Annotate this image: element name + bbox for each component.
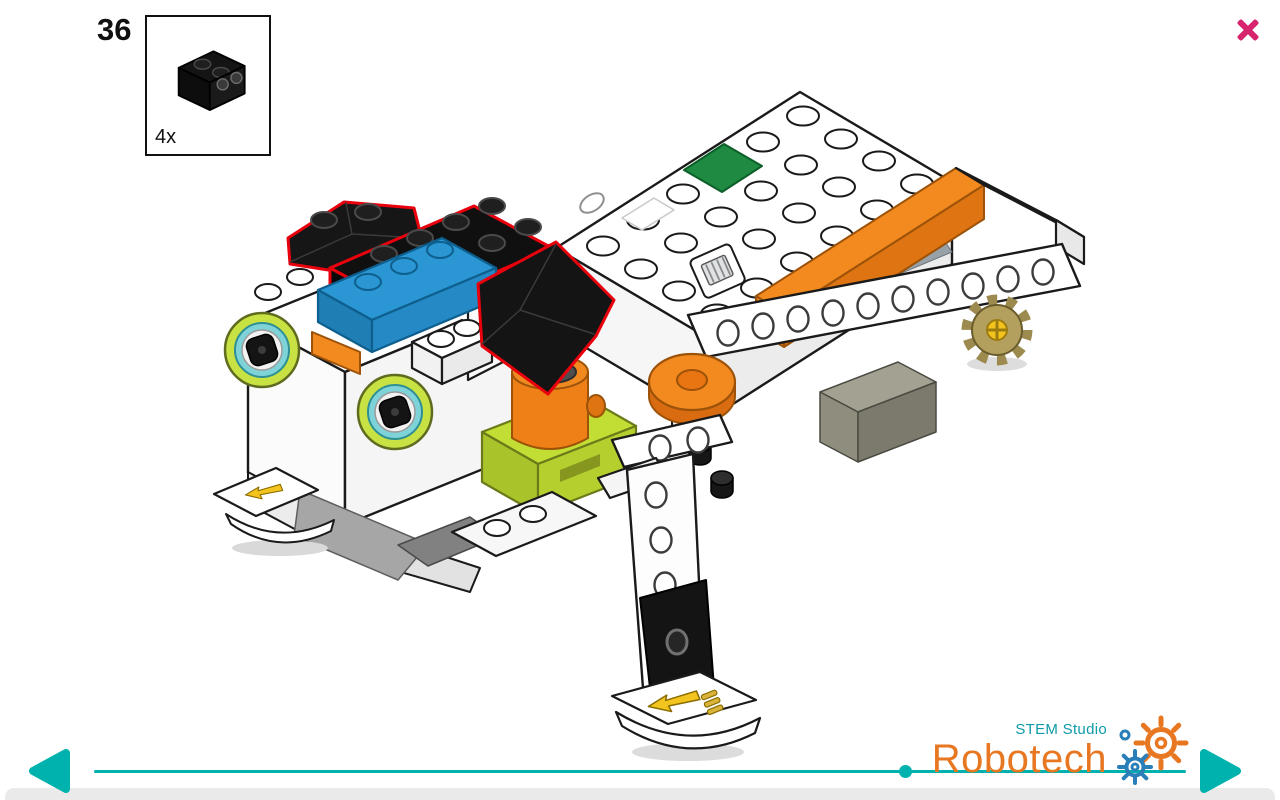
close-button[interactable] (1234, 16, 1262, 44)
bottom-bar (5, 788, 1275, 800)
orange-disc (647, 352, 737, 425)
gears-logo-icon (1117, 715, 1189, 785)
step-number: 36 (97, 12, 132, 47)
triangle-right-icon (1200, 749, 1241, 793)
studio-label: STEM Studio (1015, 720, 1107, 738)
eyes (223, 311, 434, 451)
brand-name: Robotech (931, 736, 1107, 781)
triangle-left-icon (29, 749, 70, 793)
next-step-button[interactable] (1198, 748, 1244, 794)
progress-line[interactable] (94, 770, 1186, 773)
new-part-slope (476, 240, 616, 396)
hub-assembly (554, 90, 1086, 463)
branding: STEM Studio Robotech (905, 708, 1193, 792)
parts-callout: 4x (145, 15, 271, 156)
head-assembly (212, 197, 762, 761)
down-beam-assembly (596, 413, 762, 761)
new-parts-highlighted (286, 197, 554, 330)
previous-step-button[interactable] (26, 748, 72, 794)
gear (961, 294, 1033, 371)
motor-cylinder (511, 354, 606, 450)
part-brick-icon (177, 50, 246, 111)
progress-dot[interactable] (899, 765, 912, 778)
close-icon (1234, 16, 1262, 44)
part-quantity: 4x (155, 126, 177, 148)
